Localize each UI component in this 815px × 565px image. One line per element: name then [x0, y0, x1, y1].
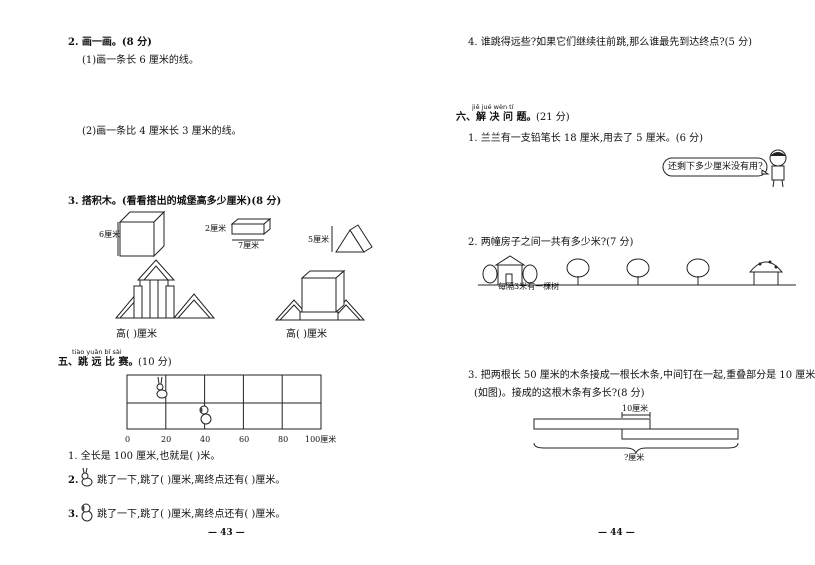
sec5-score: (10 分)	[138, 357, 172, 368]
tick-100: 100厘米	[305, 435, 337, 444]
p2-text: 2. 两幢房子之间一共有多少米?(7 分)	[468, 237, 634, 248]
tick-60: 60	[239, 435, 250, 444]
tri-label: 5厘米	[308, 235, 330, 244]
q2-sub2: (2)画一条比 4 厘米长 3 厘米的线。	[82, 126, 242, 137]
castle1-figure	[114, 259, 216, 319]
tree-icon	[626, 258, 650, 285]
tick-20: 20	[161, 435, 172, 444]
sec6-title: 六、解 决 问 题。	[456, 112, 537, 123]
tick-80: 80	[278, 435, 289, 444]
page-number-right: — 44 —	[598, 528, 635, 538]
q4-text: 4. 谁跳得远些?如果它们继续往前跳,那么谁最先到达终点?(5 分)	[468, 37, 752, 48]
speech-bubble	[662, 157, 770, 177]
sec5-q2-num: 2.	[68, 475, 79, 486]
prism-figure	[331, 224, 373, 253]
bar-label-w: 7厘米	[238, 241, 260, 250]
tick-0: 0	[125, 435, 131, 444]
p1-text: 1. 兰兰有一支铅笔长 18 厘米,用去了 5 厘米。(6 分)	[468, 133, 704, 144]
houses-trees-diagram	[478, 255, 796, 286]
p1-bubble-text: 还剩下多少厘米没有用?	[668, 162, 763, 172]
sec5-q1: 1. 全长是 100 厘米,也就是( )米。	[68, 451, 221, 462]
rabbit-icon	[81, 467, 93, 487]
bar-label-h: 2厘米	[205, 224, 227, 233]
castle1-answer: 高( )厘米	[116, 329, 157, 340]
p2-note: 每隔3米有一棵树	[498, 282, 560, 291]
dog-icon	[81, 503, 93, 522]
wood-strips-diagram	[533, 412, 739, 455]
castle2-figure	[274, 269, 366, 321]
q3-title: 3. 搭积木。(看看搭出的城堡高多少厘米)(8 分)	[68, 196, 282, 207]
sec5-title: 五、跳 远 比 赛。	[58, 357, 139, 368]
dog-icon	[199, 405, 212, 425]
tree-icon	[566, 258, 590, 285]
sec5-q3-num: 3.	[68, 509, 79, 520]
jump-track	[126, 374, 322, 430]
sec6-score: (21 分)	[536, 112, 570, 123]
p3-total-label: ?厘米	[624, 453, 645, 462]
sec5-q3-text: 跳了一下,跳了( )厘米,离终点还有( )厘米。	[97, 509, 286, 520]
house-icon	[482, 255, 538, 286]
tree-icon	[686, 258, 710, 285]
boy-icon	[769, 149, 787, 188]
mushroom-house-icon	[748, 260, 784, 286]
sec6-pinyin: jiě jué wèn tí	[472, 103, 514, 111]
p3-line2: (如图)。接成的这根木条有多长?(8 分)	[474, 388, 645, 399]
tick-40: 40	[200, 435, 211, 444]
cube-figure	[117, 210, 166, 258]
sec5-q2-text: 跳了一下,跳了( )厘米,离终点还有( )厘米。	[97, 475, 286, 486]
page-number-left: — 43 —	[208, 528, 245, 538]
q2-sub1: (1)画一条长 6 厘米的线。	[82, 55, 199, 66]
sec5-pinyin: tiào yuǎn bǐ sài	[72, 348, 122, 356]
bar-figure	[230, 217, 272, 241]
cube-label: 6厘米	[99, 230, 121, 239]
rabbit-icon	[156, 376, 168, 399]
p3-overlap-label: 10厘米	[622, 404, 649, 413]
p3-line1: 3. 把两根长 50 厘米的木条接成一根长木条,中间钉在一起,重叠部分是 10 …	[468, 370, 815, 381]
q2-title: 2. 画一画。(8 分)	[68, 37, 152, 48]
castle2-answer: 高( )厘米	[286, 329, 327, 340]
